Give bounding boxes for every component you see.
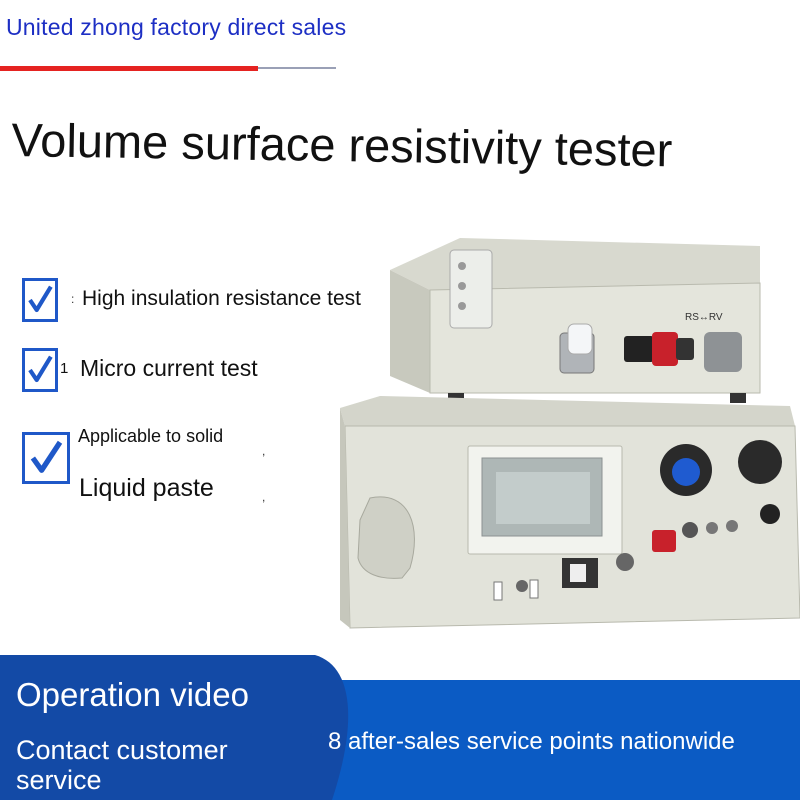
red-rule — [0, 66, 258, 71]
footer-left-panel — [0, 655, 315, 800]
after-sales-info: 8 after-sales service points nationwide — [328, 728, 735, 755]
range-switch-label: RS↔RV — [685, 312, 723, 323]
brand-title: United zhong factory direct sales — [6, 14, 347, 40]
operation-video-link[interactable]: Operation video — [16, 676, 249, 713]
feature-micro-current: Micro current test — [80, 355, 258, 381]
feature-marker: : — [71, 292, 75, 306]
footer-curve-accent — [280, 655, 349, 800]
feature-applicable-solid: Applicable to solid — [78, 426, 224, 446]
feature-liquid-paste: Liquid paste — [79, 474, 214, 502]
product-headline: Volume surface resistivity tester — [11, 112, 673, 177]
checkmark-icon — [22, 432, 70, 484]
feature-prefix: 1 — [60, 360, 69, 377]
grey-rule — [258, 67, 336, 69]
resistivity-tester-image: RS↔RV — [340, 238, 800, 629]
feature-marker: , — [262, 490, 266, 504]
feature-high-insulation: High insulation resistance test — [82, 287, 361, 310]
contact-service-link[interactable]: Contact customer service — [16, 735, 228, 795]
checkmark-icon — [22, 278, 58, 322]
checkmark-icon — [22, 348, 58, 392]
feature-marker: , — [262, 444, 266, 458]
